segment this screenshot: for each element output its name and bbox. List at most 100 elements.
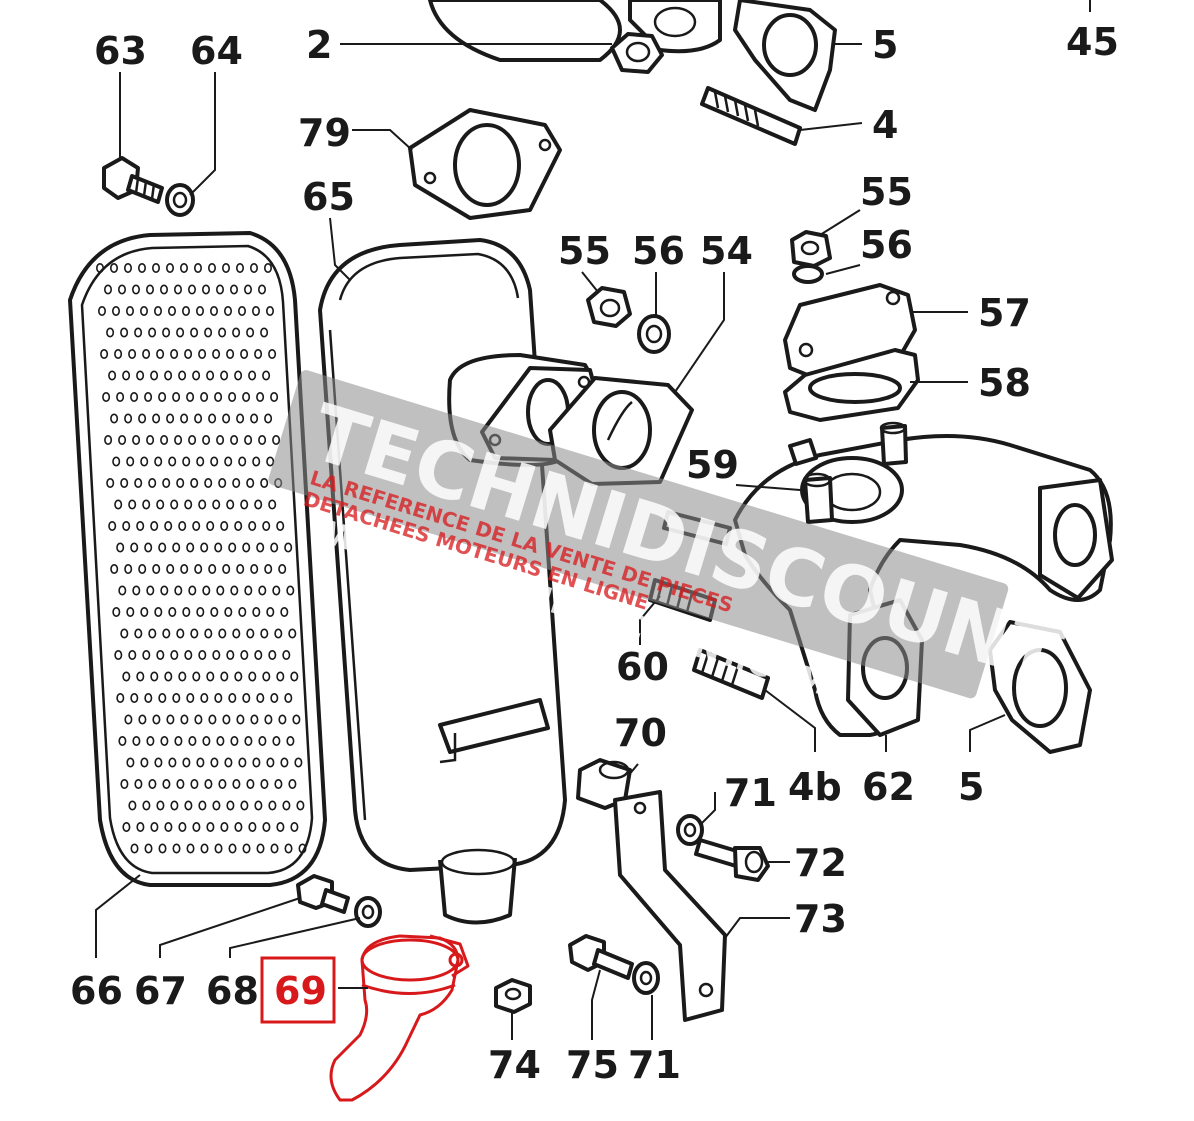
- perforation-hole: [166, 714, 175, 725]
- perforation-hole: [128, 800, 137, 811]
- perforation-hole: [210, 456, 219, 467]
- perforation-hole: [132, 284, 141, 295]
- perforation-hole: [176, 327, 185, 338]
- label-55-left: 55: [558, 229, 611, 273]
- perforation-hole: [276, 520, 285, 531]
- perforation-hole: [252, 456, 261, 467]
- perforation-hole: [196, 456, 205, 467]
- perforation-hole: [186, 542, 195, 553]
- perforation-hole: [138, 413, 147, 424]
- perforation-hole: [250, 413, 259, 424]
- part-71-washer-lower: [632, 961, 660, 995]
- part-58-gasket: [783, 348, 920, 422]
- label-54: 54: [700, 229, 753, 273]
- part-75-bolt: [568, 934, 634, 980]
- perforation-hole: [250, 714, 259, 725]
- perforation-hole: [296, 800, 305, 811]
- perforation-hole: [236, 563, 245, 574]
- perforation-hole: [254, 348, 263, 359]
- perforation-hole: [274, 628, 283, 639]
- perforation-hole: [102, 391, 111, 402]
- perforation-hole: [134, 327, 143, 338]
- perforation-hole: [280, 606, 289, 617]
- perforation-hole: [132, 434, 141, 445]
- perforation-hole: [110, 563, 119, 574]
- perforation-hole: [188, 434, 197, 445]
- label-79: 79: [298, 111, 351, 155]
- perforation-hole: [288, 778, 297, 789]
- label-2: 2: [306, 23, 332, 67]
- perforation-hole: [266, 757, 275, 768]
- perforation-hole: [208, 262, 217, 273]
- part-63-bolt: [102, 156, 164, 204]
- perforation-hole: [154, 305, 163, 316]
- perforation-hole: [252, 305, 261, 316]
- perforation-hole: [130, 391, 139, 402]
- label-58: 58: [978, 361, 1031, 405]
- perforation-hole: [186, 692, 195, 703]
- perforation-hole: [265, 305, 274, 316]
- perforation-hole: [260, 477, 269, 488]
- perforation-hole: [228, 542, 237, 553]
- perforation-hole: [174, 735, 183, 746]
- perforation-hole: [254, 649, 263, 660]
- perforation-hole: [190, 778, 199, 789]
- perforation-hole: [204, 628, 213, 639]
- perforation-hole: [180, 714, 189, 725]
- perforation-hole: [152, 563, 161, 574]
- part-69-tail-pipe: [329, 934, 470, 1102]
- perforation-hole: [196, 606, 205, 617]
- perforation-hole: [166, 413, 175, 424]
- label-4b: 4b: [788, 765, 842, 809]
- perforation-hole: [200, 542, 209, 553]
- perforation-hole: [144, 692, 153, 703]
- perforation-hole: [254, 800, 263, 811]
- perforation-hole: [158, 391, 167, 402]
- perforation-hole: [170, 800, 179, 811]
- label-72: 72: [794, 841, 847, 885]
- perforation-hole: [224, 456, 233, 467]
- perforation-hole: [112, 456, 121, 467]
- label-5-right: 5: [958, 765, 984, 809]
- perforation-hole: [256, 542, 265, 553]
- leader-lines: [95, 0, 1091, 1040]
- perforation-hole: [230, 585, 239, 596]
- perforation-hole: [274, 778, 283, 789]
- perforation-hole: [292, 714, 301, 725]
- perforation-hole: [164, 821, 173, 832]
- perforation-hole: [124, 262, 133, 273]
- perforation-hole: [230, 284, 239, 295]
- perforation-hole: [252, 757, 261, 768]
- perforation-hole: [106, 477, 115, 488]
- label-67: 67: [134, 969, 187, 1013]
- perforation-hole: [148, 778, 157, 789]
- perforation-hole: [124, 413, 133, 424]
- perforation-hole: [190, 327, 199, 338]
- part-72-bolt: [694, 838, 770, 882]
- perforation-hole: [194, 262, 203, 273]
- perforation-hole: [192, 520, 201, 531]
- perforation-hole: [186, 391, 195, 402]
- perforation-hole: [206, 671, 215, 682]
- perforation-hole: [114, 649, 123, 660]
- part-56-washer-left: [637, 314, 671, 354]
- perforation-hole: [132, 735, 141, 746]
- perforation-hole: [126, 757, 135, 768]
- perforation-hole: [240, 348, 249, 359]
- perforation-hole: [206, 520, 215, 531]
- perforation-hole: [168, 606, 177, 617]
- part-74-nut: [494, 978, 532, 1014]
- perforation-hole: [266, 606, 275, 617]
- perforation-hole: [232, 778, 241, 789]
- perforation-hole: [226, 649, 235, 660]
- part-68-washer: [354, 896, 382, 928]
- perforation-hole: [128, 649, 137, 660]
- label-75: 75: [566, 1043, 619, 1087]
- perforation-hole: [136, 671, 145, 682]
- perforation-hole: [232, 477, 241, 488]
- perforation-hole: [220, 370, 229, 381]
- perforation-hole: [238, 456, 247, 467]
- part-73-bracket: [613, 790, 727, 1022]
- label-71-lower: 71: [628, 1043, 681, 1087]
- perforation-hole: [116, 542, 125, 553]
